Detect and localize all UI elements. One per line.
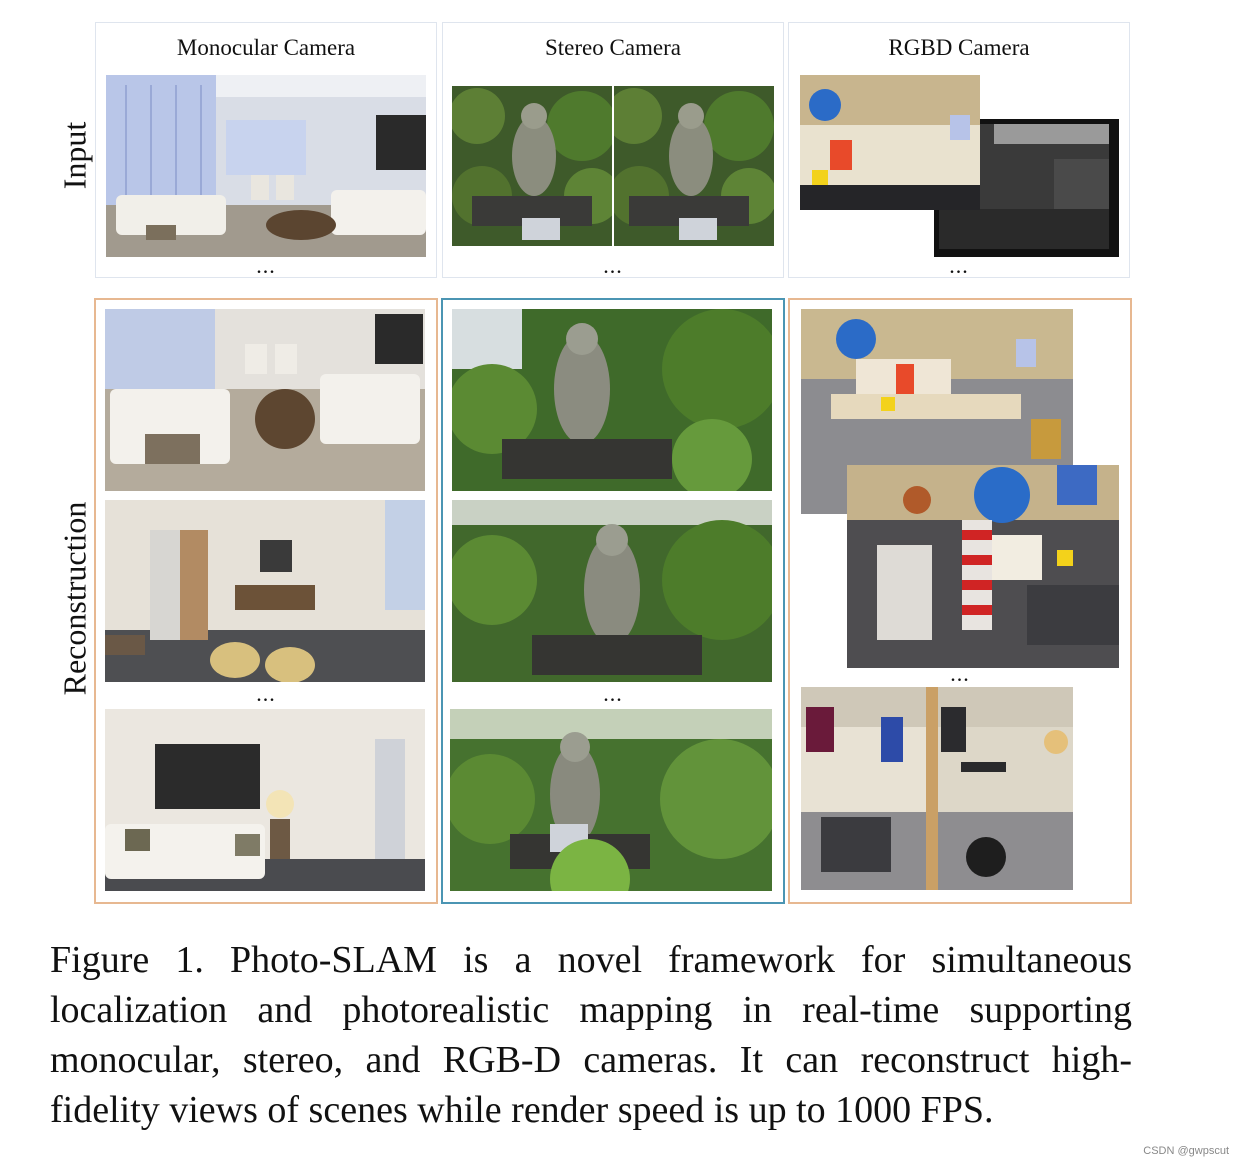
column-title-monocular: Monocular Camera: [176, 35, 356, 60]
input-image-stereo-left: [452, 86, 612, 246]
reconstruction-panel-rgbd: ...: [788, 298, 1132, 904]
input-image-living-room: [106, 75, 426, 257]
recon-rgbd-view-2: [847, 465, 1119, 668]
row-label-input: Input: [56, 121, 93, 190]
recon-mono-sofa-room: [105, 709, 425, 891]
recon-stereo-view-1: [452, 309, 772, 491]
ellipsis-recon-rgbd: ...: [950, 661, 970, 686]
watermark: CSDN @gwpscut: [1143, 1145, 1229, 1157]
column-title-stereo: Stereo Camera: [544, 35, 682, 60]
ellipsis-input-rgbd: ...: [949, 253, 969, 278]
ellipsis-recon-stereo: ...: [603, 681, 623, 706]
input-panel-stereo: Stereo Camera ...: [442, 22, 784, 278]
input-panel-rgbd: RGBD Camera ...: [788, 22, 1130, 278]
row-label-reconstruction: Reconstruction: [56, 501, 93, 696]
column-title-rgbd: RGBD Camera: [888, 35, 1030, 60]
ellipsis-input-monocular: ...: [256, 253, 276, 278]
reconstruction-panel-monocular: ...: [94, 298, 438, 904]
recon-stereo-view-2: [452, 500, 772, 682]
reconstruction-panel-stereo: ...: [441, 298, 785, 904]
input-image-stereo-right: [614, 86, 774, 246]
ellipsis-recon-monocular: ...: [256, 681, 276, 706]
input-image-rgb: [800, 75, 980, 210]
figure-caption: Figure 1. Photo-SLAM is a novel framewor…: [50, 939, 1132, 1131]
recon-mono-empty-room: [105, 500, 425, 682]
recon-mono-living-room: [105, 309, 425, 491]
recon-stereo-view-3: [450, 709, 772, 891]
ellipsis-input-stereo: ...: [603, 253, 623, 278]
input-panel-monocular: Monocular Camera ...: [95, 22, 437, 278]
recon-rgbd-view-3: [801, 687, 1073, 890]
